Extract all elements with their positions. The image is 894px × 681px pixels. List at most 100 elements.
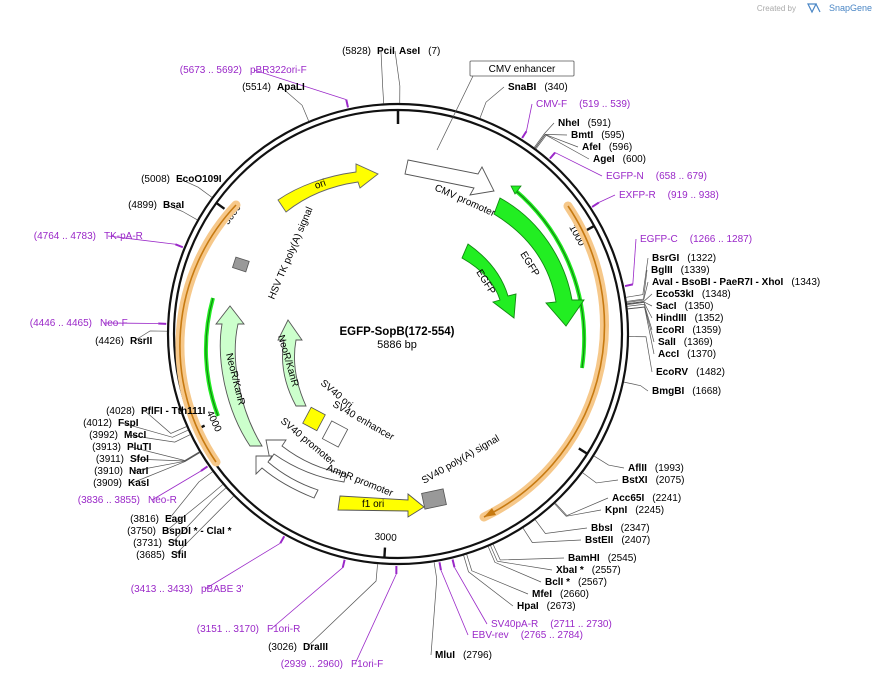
primer-neo-f: Neo-F(4446 .. 4465) (30, 318, 128, 329)
site-position: (3911) (96, 454, 124, 465)
site-nhei: NheI(591) (558, 118, 611, 129)
sv40-promoter-feature (265, 439, 347, 483)
primer-name: SV40pA-R (491, 619, 538, 630)
site-leader-asei (394, 50, 401, 104)
site-name: BstEII (585, 535, 614, 546)
site-name: BstXI (622, 475, 648, 486)
primer-pbabe-3: pBABE 3'(3413 .. 3433) (131, 584, 244, 595)
site-leader-bamhi (492, 544, 565, 561)
site-position: (4426) (95, 336, 124, 347)
primer-leader-neo-r (151, 470, 202, 501)
site-position: (4028) (106, 406, 135, 417)
site-bspdi-clai: BspDI * - ClaI *(3750) (127, 526, 231, 537)
site-leader-ecori (627, 303, 653, 331)
cmv-promoter-feature (404, 159, 495, 196)
primer-leader-pbabe-3 (204, 542, 281, 590)
site-name: AflII (628, 463, 647, 474)
primer-name: EGFP-C (640, 234, 678, 245)
site-leader-bspdi-clai (165, 484, 223, 532)
site-position: (591) (588, 118, 611, 129)
primer-sv40pa-r: SV40pA-R (2711 .. 2730) (491, 619, 612, 630)
site-leader-draiii (306, 564, 378, 648)
site-leader-kasi (131, 452, 201, 484)
primer-neo-r: Neo-R(3836 .. 3855) (78, 495, 177, 506)
ampr-promoter-feature (255, 455, 319, 499)
site-name: RsrII (130, 336, 152, 347)
primer-mark-egfp-n (549, 151, 556, 160)
site-sali: SalI(1369) (658, 337, 713, 348)
site-position: (4012) (83, 418, 112, 429)
site-name: Eco53kI (656, 289, 694, 300)
primer-range: (2711 .. 2730) (550, 619, 612, 630)
site-agei: AgeI(600) (593, 154, 646, 165)
sv40-polya-label: SV40 poly(A) signal (420, 433, 502, 486)
site-fspi: FspI(4012) (83, 418, 139, 429)
site-acc65i: Acc65I(2241) (612, 493, 681, 504)
site-position: (2407) (621, 535, 650, 546)
primer-leader-pbr322ori-f (253, 69, 347, 101)
site-position: (2567) (578, 577, 607, 588)
site-position: (2545) (608, 553, 637, 564)
site-name: EagI (165, 514, 186, 525)
site-position: (1359) (692, 325, 721, 336)
site-leader-rsrii (133, 330, 168, 342)
neor-inner-feature (277, 319, 307, 407)
site-position: (1339) (681, 265, 710, 276)
site-name: BsrGI (652, 253, 679, 264)
site-name: PciI (377, 46, 395, 57)
primer-mark-cmv-f (521, 130, 528, 139)
site-leader-saci (627, 301, 653, 307)
site-position: (3913) (92, 442, 121, 453)
site-name: KpnI (605, 505, 627, 516)
site-bsteii: BstEII (2407) (585, 535, 650, 546)
site-apali: ApaLI(5514) (242, 82, 305, 93)
tick-3000 (383, 547, 387, 558)
primer-cmv-f: CMV-F(519 .. 539) (536, 99, 630, 110)
primer-range: (5673 .. 5692) (180, 65, 242, 76)
primer-range: (1266 .. 1287) (690, 234, 752, 245)
site-aflii: AflII(1993) (628, 463, 684, 474)
site-leader-bsrgi (626, 257, 649, 298)
site-position: (3026) (268, 642, 297, 653)
site-eagi: EagI (3816) (130, 514, 186, 525)
sv40-enhancer-feature (321, 420, 349, 448)
site-name: BbsI (591, 523, 613, 534)
plasmid-name: EGFP-SopB(172-554) (339, 326, 454, 338)
primer-range: (919 .. 938) (668, 190, 719, 201)
site-bbsi: BbsI(2347) (591, 523, 650, 534)
primer-leader-ebv-rev (440, 569, 469, 636)
site-position: (3685) (136, 550, 165, 561)
primer-mark-f1ori-r (341, 559, 346, 568)
primer-mark-neo-r (200, 465, 209, 472)
primer-range: (519 .. 539) (579, 99, 630, 110)
site-position: (3992) (89, 430, 118, 441)
primer-name: TK-pA-R (104, 231, 143, 242)
site-leader-fspi (121, 422, 189, 438)
primer-pbr322ori-f: pBR322ori-F(5673 .. 5692) (180, 65, 307, 76)
site-leader-xbai (490, 545, 553, 571)
site-leader-avai-bsobi-paer7i-xhoi (626, 281, 649, 303)
site-name: Acc65I (612, 493, 644, 504)
site-ecorv: EcoRV(1482) (656, 367, 725, 378)
site-sfii: SfiI (3685) (136, 550, 187, 561)
egfp-inner-arrowhead (510, 185, 522, 195)
neor-outer-feature (215, 305, 263, 447)
primer-leader-f1ori-r (270, 567, 344, 630)
site-position: (1370) (687, 349, 716, 360)
primer-egfp-n: EGFP-N(658 .. 679) (606, 171, 707, 182)
site-position: (3816) (130, 514, 159, 525)
cmv-enhancer-label: CMV enhancer (489, 64, 556, 75)
ori-feature (277, 163, 379, 213)
site-position: (3910) (94, 466, 123, 477)
site-bmgbi: BmgBI(1668) (652, 386, 721, 397)
site-saci: SacI(1350) (656, 301, 713, 312)
primer-leader-cmv-f (526, 103, 533, 132)
f1-ori-feature (337, 493, 425, 518)
site-mfei: MfeI(2660) (532, 589, 589, 600)
site-leader-acci (627, 306, 655, 355)
primer-range: (2765 .. 2784) (521, 630, 583, 641)
site-leader-bsteii (522, 528, 582, 543)
site-name: SfiI (171, 550, 187, 561)
primer-leader-sv40pa-r (454, 567, 488, 625)
site-leader-msci (127, 434, 191, 443)
